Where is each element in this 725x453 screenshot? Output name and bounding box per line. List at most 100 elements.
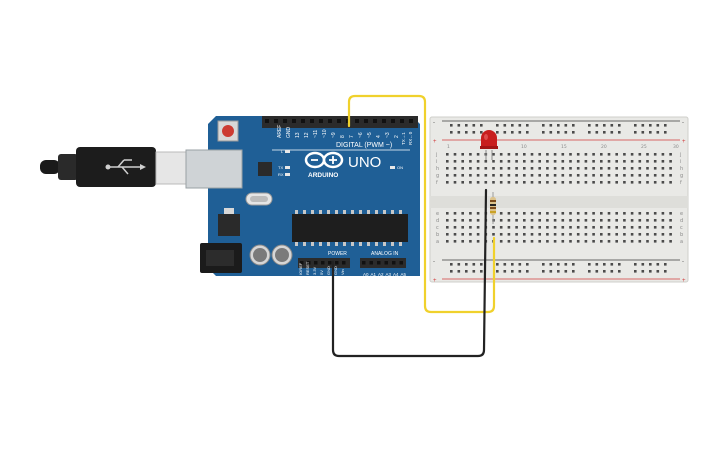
wire-signal[interactable]: [347, 94, 496, 314]
svg-text:-: -: [682, 120, 684, 126]
row-letter: d: [680, 218, 683, 224]
rail-hole: [526, 124, 529, 127]
breadboard[interactable]: - - + + - - + + 1 5 10 15 20 25 30 j i h: [429, 116, 689, 284]
resistor[interactable]: [490, 192, 496, 224]
rail-hole: [557, 124, 560, 127]
header-hole: [399, 261, 403, 265]
rail-hole: [549, 270, 553, 273]
terminal-hole: [584, 233, 588, 236]
terminal-hole: [646, 219, 649, 222]
rail-hole: [511, 131, 514, 134]
terminal-hole: [669, 219, 672, 222]
terminal-hole: [499, 167, 503, 170]
terminal-hole: [453, 153, 457, 156]
terminal-hole: [515, 240, 518, 243]
rail-hole: [610, 131, 614, 134]
rail-hole: [656, 263, 660, 266]
rail-hole: [549, 124, 553, 127]
terminal-hole: [453, 212, 457, 215]
pin-label: 3.3V: [312, 266, 317, 275]
terminal-hole: [453, 174, 457, 177]
header-hole: [373, 119, 377, 123]
terminal-hole: [561, 153, 565, 156]
terminal-hole: [569, 240, 572, 243]
terminal-hole: [476, 240, 480, 243]
row-letters-right: j i h g f e d c b a: [679, 152, 683, 245]
terminal-hole: [653, 219, 657, 222]
terminal-hole: [484, 167, 488, 170]
terminal-hole: [553, 167, 557, 170]
terminal-hole: [646, 233, 649, 236]
terminal-hole: [446, 219, 449, 222]
terminal-hole: [615, 212, 618, 215]
pin-label: RX←0: [408, 131, 413, 145]
chip-pin: [295, 210, 298, 214]
usb-cable[interactable]: [40, 147, 189, 187]
pin-label: Vin: [340, 269, 345, 275]
voltage-regulator: [218, 214, 240, 236]
wire-ground[interactable]: [331, 188, 488, 358]
terminal-hole: [469, 219, 472, 222]
rail-hole: [588, 131, 591, 134]
terminal-hole: [499, 233, 503, 236]
terminal-hole: [584, 181, 588, 184]
rail-hole: [664, 131, 667, 134]
rail-hole: [603, 124, 606, 127]
row-letter: g: [436, 173, 439, 179]
header-hole: [355, 119, 359, 123]
header-hole: [321, 261, 325, 265]
row-letter: a: [436, 239, 439, 245]
terminal-hole: [515, 160, 518, 163]
terminal-hole: [615, 226, 618, 229]
red-led[interactable]: [480, 130, 498, 160]
terminal-hole: [553, 226, 557, 229]
terminal-hole: [461, 240, 464, 243]
rail-hole: [610, 124, 614, 127]
rail-hole: [564, 263, 568, 266]
pin-label: GND: [333, 266, 338, 275]
terminal-hole: [553, 212, 557, 215]
arduino-uno-board[interactable]: AREF GND 13 12 ~11 ~10 ~9 8 7 ~6 ~5 4 ~3…: [185, 116, 420, 277]
terminal-hole: [446, 181, 449, 184]
rail-hole: [618, 131, 621, 134]
terminal-hole: [515, 153, 518, 156]
terminal-hole: [507, 219, 511, 222]
rail-hole: [649, 263, 652, 266]
terminal-hole: [646, 181, 649, 184]
rail-hole: [465, 124, 468, 127]
rail-hole: [503, 124, 507, 127]
terminal-hole: [669, 160, 672, 163]
rail-hole: [472, 131, 476, 134]
pin-label: ~3: [385, 132, 391, 138]
terminal-hole: [469, 160, 472, 163]
terminal-hole: [669, 240, 672, 243]
pin-label: 5V: [319, 270, 324, 275]
reset-button[interactable]: [217, 120, 239, 142]
svg-text:+: +: [433, 278, 437, 284]
rail-hole: [518, 263, 522, 266]
chip-pin: [303, 210, 306, 214]
rail-hole: [465, 270, 468, 273]
row-letter: a: [680, 239, 683, 245]
terminal-hole: [669, 167, 672, 170]
terminal-hole: [592, 212, 595, 215]
rail-hole: [503, 131, 507, 134]
rail-hole: [618, 270, 621, 273]
brand-label: ARDUINO: [308, 172, 338, 179]
rail-hole: [603, 263, 606, 266]
terminal-hole: [615, 181, 618, 184]
header-hole: [319, 119, 323, 123]
terminal-hole: [569, 181, 572, 184]
terminal-hole: [623, 233, 626, 236]
rail-hole: [518, 270, 522, 273]
terminal-hole: [561, 181, 565, 184]
terminal-hole: [546, 212, 549, 215]
digital-pin-labels: AREF GND 13 12 ~11 ~10 ~9 8 7 ~6 ~5 4 ~3…: [277, 125, 413, 145]
terminal-hole: [538, 167, 541, 170]
rail-hole: [634, 124, 637, 127]
terminal-hole: [630, 226, 634, 229]
terminal-hole: [576, 181, 580, 184]
terminal-hole: [530, 219, 534, 222]
terminal-hole: [600, 153, 603, 156]
header-hole: [362, 261, 366, 265]
